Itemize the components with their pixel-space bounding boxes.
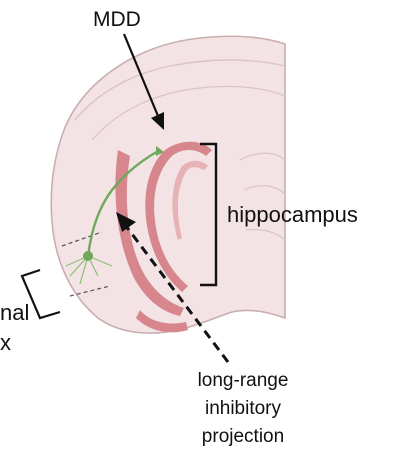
entorhinal-label-line1: nal [0,300,29,325]
mdd-label: MDD [93,8,141,31]
hippocampus-label: hippocampus [227,202,358,227]
projection-label-line1: long-range [198,370,289,391]
projection-label-line3: projection [202,426,284,447]
brain-section [51,36,285,333]
entorhinal-label-line2: x [0,330,11,355]
neuron-soma [83,251,93,261]
projection-label-line2: inhibitory [205,398,282,419]
brain-outline [51,36,285,333]
